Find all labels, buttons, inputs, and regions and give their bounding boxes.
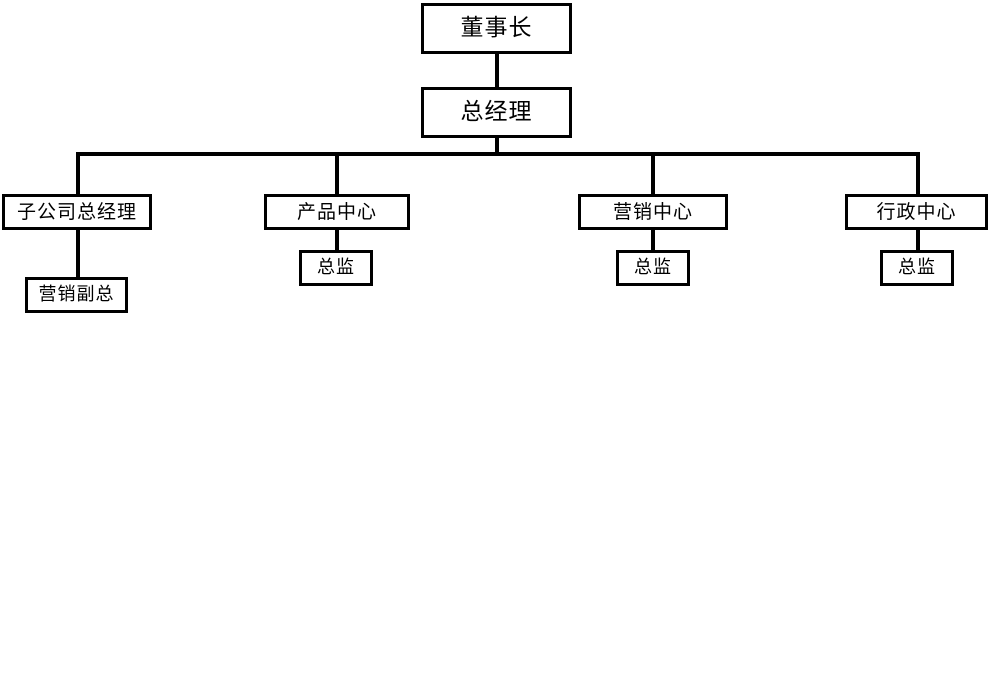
connector-bus-to-subsidiary-gm <box>76 152 80 194</box>
node-marketing-director-label: 总监 <box>634 257 672 278</box>
node-marketing-vp[interactable]: 营销副总 <box>25 277 128 313</box>
node-admin-director-label: 总监 <box>898 257 936 278</box>
connector-bus-to-product-center <box>335 152 339 194</box>
node-chairman-label: 董事长 <box>460 15 533 41</box>
node-marketing-center[interactable]: 营销中心 <box>578 194 728 230</box>
node-chairman[interactable]: 董事长 <box>421 3 572 54</box>
connector-subsidiary-gm-to-marketing-vp <box>76 230 80 278</box>
node-subsidiary-gm-label: 子公司总经理 <box>16 200 137 223</box>
connector-horizontal-bus <box>76 152 920 156</box>
node-admin-center-label: 行政中心 <box>876 200 957 223</box>
node-admin-director[interactable]: 总监 <box>880 250 954 286</box>
connector-gm-to-bus <box>495 137 499 156</box>
node-product-center-label: 产品中心 <box>296 200 377 223</box>
node-marketing-director[interactable]: 总监 <box>616 250 690 286</box>
connector-marketing-center-to-director <box>651 230 655 251</box>
node-admin-center[interactable]: 行政中心 <box>845 194 988 230</box>
node-subsidiary-gm[interactable]: 子公司总经理 <box>2 194 152 230</box>
connector-bus-to-marketing-center <box>651 152 655 194</box>
node-product-center[interactable]: 产品中心 <box>264 194 410 230</box>
node-product-director-label: 总监 <box>317 257 355 278</box>
connector-admin-center-to-director <box>916 230 920 251</box>
node-general-manager[interactable]: 总经理 <box>421 87 572 138</box>
node-marketing-center-label: 营销中心 <box>612 200 693 223</box>
connector-bus-to-admin-center <box>916 152 920 194</box>
connector-product-center-to-director <box>335 230 339 251</box>
node-marketing-vp-label: 营销副总 <box>38 284 115 305</box>
connector-chairman-to-gm <box>495 53 499 88</box>
node-general-manager-label: 总经理 <box>460 99 533 125</box>
node-product-director[interactable]: 总监 <box>299 250 373 286</box>
